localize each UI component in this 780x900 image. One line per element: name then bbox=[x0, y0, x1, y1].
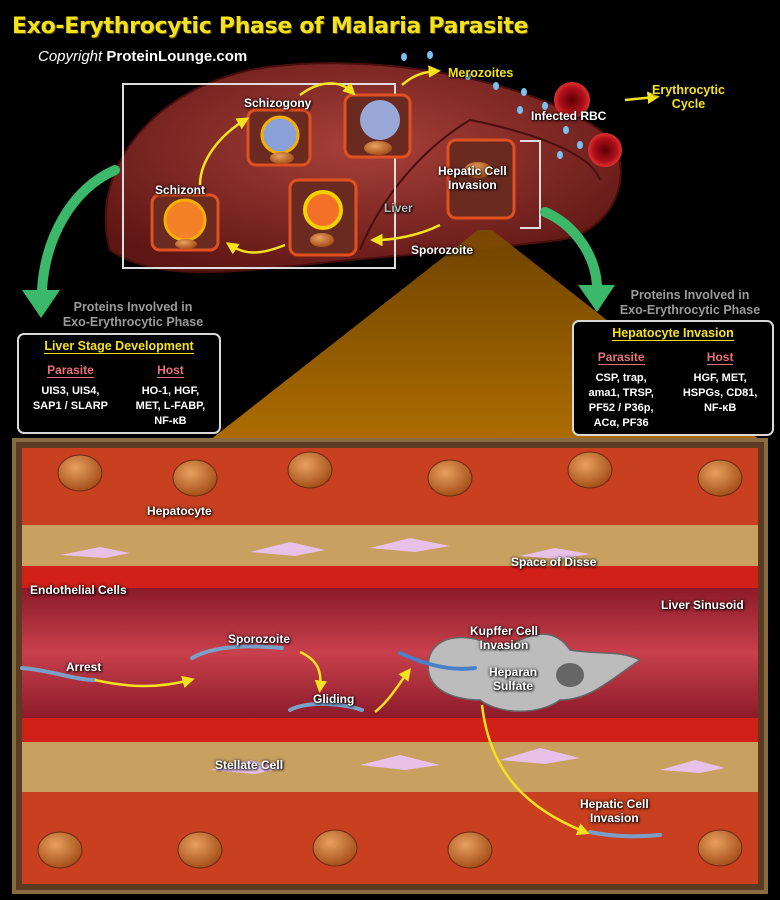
copyright: Copyright ProteinLounge.com bbox=[38, 48, 247, 65]
copyright-brand: ProteinLounge.com bbox=[106, 48, 248, 65]
left-host-header: Host bbox=[157, 363, 184, 378]
merozoite-droplets bbox=[401, 51, 583, 159]
label-hepatocyte: Hepatocyte bbox=[147, 504, 212, 518]
left-protein-box: Liver Stage Development Parasite UIS3, U… bbox=[17, 333, 221, 434]
label-hepatic-invasion-bottom: Hepatic Cell Invasion bbox=[580, 797, 649, 825]
right-green-arrow bbox=[540, 207, 602, 290]
label-merozoites: Merozoites bbox=[448, 66, 514, 80]
hepatic-invasion-cell bbox=[446, 138, 516, 220]
right-parasite-header: Parasite bbox=[597, 350, 645, 365]
label-endothelial-cells: Endothelial Cells bbox=[30, 583, 127, 597]
label-erythrocytic-cycle: Erythrocytic Cycle bbox=[652, 83, 725, 111]
label-space-of-disse: Space of Disse bbox=[511, 555, 597, 569]
label-kupffer-invasion: Kupffer Cell Invasion bbox=[470, 624, 539, 652]
label-liver: Liver bbox=[384, 201, 413, 215]
label-sporozoite: Sporozoite bbox=[228, 632, 290, 646]
label-sporozoite-top: Sporozoite bbox=[411, 243, 473, 257]
infected-rbc bbox=[554, 82, 590, 118]
right-box-title: Hepatocyte Invasion bbox=[612, 326, 734, 341]
sporozoite bbox=[398, 651, 477, 671]
sporozoite bbox=[288, 701, 364, 712]
right-host-list: HGF, MET, HSPGs, CD81, NF-κB bbox=[682, 372, 758, 414]
kupffer-cell bbox=[427, 633, 642, 712]
trophozoite-cell bbox=[288, 178, 358, 257]
left-parasite-header: Parasite bbox=[47, 363, 94, 378]
sinusoid-lumen bbox=[22, 588, 758, 718]
sporozoite bbox=[190, 644, 284, 660]
right-parasite-list: CSP, trap, ama1, TRSP, PF52 / P36p, ACα,… bbox=[588, 372, 654, 429]
label-arrest: Arrest bbox=[66, 660, 102, 674]
right-host-header: Host bbox=[706, 350, 734, 365]
left-box-title: Liver Stage Development bbox=[44, 339, 194, 354]
label-gliding: Gliding bbox=[313, 692, 355, 706]
label-schizont: Schizont bbox=[155, 183, 205, 197]
merozoite-release-cell bbox=[343, 93, 412, 159]
schizont-cell bbox=[150, 193, 220, 252]
left-parasite-list: UIS3, UIS4, SAP1 / SLARP bbox=[32, 385, 109, 412]
infected-rbc bbox=[588, 133, 622, 167]
sporozoite bbox=[588, 830, 662, 839]
label-infected-rbc: Infected RBC bbox=[531, 109, 607, 123]
page-title: Exo-Erythrocytic Phase of Malaria Parasi… bbox=[12, 14, 529, 39]
right-protein-box: Hepatocyte Invasion Parasite CSP, trap, … bbox=[572, 320, 774, 436]
copyright-prefix: Copyright bbox=[38, 48, 103, 65]
label-liver-sinusoid: Liver Sinusoid bbox=[661, 598, 744, 612]
left-green-arrow bbox=[37, 165, 120, 295]
label-stellate-cell: Stellate Cell bbox=[215, 758, 284, 772]
right-panel-header: Proteins Involved in Exo-Erythrocytic Ph… bbox=[619, 288, 761, 317]
left-host-list: HO-1, HGF, MET, L-FABP, NF-κB bbox=[135, 385, 206, 427]
label-heparan-sulfate: Heparan Sulfate bbox=[489, 665, 538, 693]
sporozoite bbox=[20, 666, 97, 682]
label-hepatic-invasion: Hepatic Cell Invasion bbox=[438, 164, 507, 192]
label-schizogony: Schizogony bbox=[244, 96, 312, 110]
schizogony-cell bbox=[246, 108, 312, 167]
left-panel-header: Proteins Involved in Exo-Erythrocytic Ph… bbox=[62, 300, 204, 329]
